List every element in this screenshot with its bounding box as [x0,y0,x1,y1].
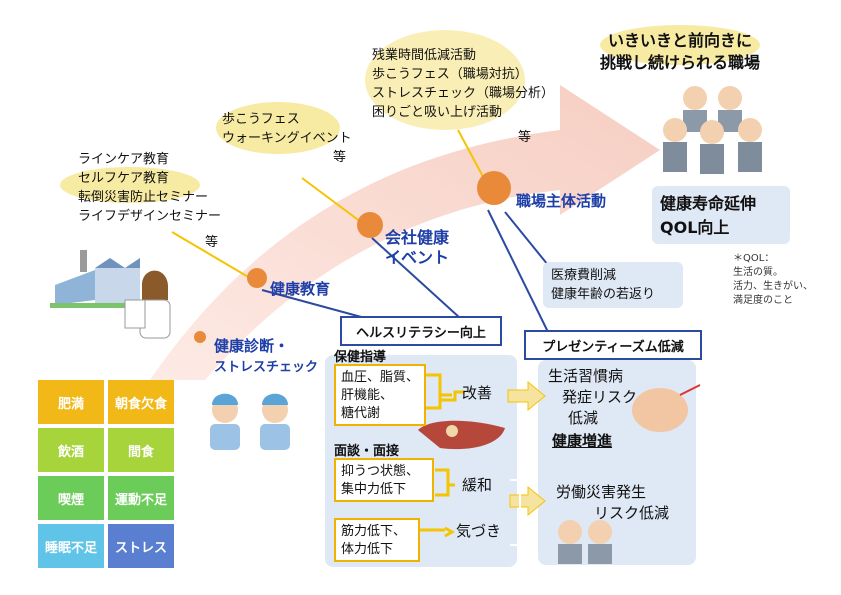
workplace-list: 残業時間低減活動 歩こうフェス（職場対抗） ストレスチェック（職場分析） 困りご… [372,46,554,122]
relief-label: 緩和 [462,476,493,494]
improve-arrow [507,380,546,412]
event-connector [301,177,366,226]
health-up-label: 健康増進 [552,432,613,450]
risk-factor-snacking: 間食 [108,428,174,472]
risk-factor-smoking: 喫煙 [38,476,104,520]
factory-illustration [50,250,145,308]
qol-note-line: ＊QOL： [733,253,775,264]
guidance-item: 肝機能、 [341,388,394,403]
stage-workplace: 職場主体活動 [516,192,607,210]
goal-highlight [600,25,760,65]
workers-pair-illustration [558,520,612,564]
goal-line2: 挑戦し続けられる職場 [600,53,761,72]
workplace-line-2 [504,211,549,266]
workplace-highlight [365,30,525,130]
organ-illustration [418,420,505,450]
stage-checkup-line2: ストレスチェック [214,360,319,375]
workplace-dot [477,171,511,205]
businesswoman-illustration [124,270,171,339]
lifestyle-line: 生活習慣病 [548,367,624,385]
cost-line1: 医療費削減 [551,268,617,283]
risk-factor-exercise: 運動不足 [108,476,174,520]
stage-event-line1: 会社健康 [385,228,450,247]
risk-factor-breakfast: 朝食欠食 [108,380,174,424]
physical-item: 体力低下 [341,542,394,557]
qol-note-line: 満足度のこと [733,295,793,306]
risk-factor-sleep: 睡眠不足 [38,524,104,568]
outcome-line2: QOL向上 [660,218,730,237]
event-etc: 等 [333,150,347,165]
goal-statement: いきいきと前向きに 挑戦し続けられる職場 [600,30,760,74]
growth-arrow [150,85,660,380]
workplace-line-1 [487,209,549,333]
education-item: セルフケア教育 [78,171,170,186]
accident-line: 労働災害発生 [556,483,647,501]
education-connector [171,231,251,279]
cost-line2: 健康年齢の若返り [551,287,656,302]
checkup-dot [194,331,206,343]
workplace-item: ストレスチェック（職場分析） [372,86,555,101]
event-list: 歩こうフェス ウォーキングイベント [222,110,352,148]
outcome-line1: 健康寿命延伸 [660,194,757,213]
education-item: ライフデザインセミナー [78,209,222,224]
event-line [371,237,461,319]
literacy-connectors [418,373,465,538]
physical-item: 筋力低下、 [341,524,407,539]
education-item: ラインケア教育 [78,152,170,167]
lifestyle-line: 発症リスク [562,388,638,406]
improve-label: 改善 [462,384,493,402]
literacy-title: ヘルスリテラシー向上 [340,316,502,346]
hand-stop-illustration [632,384,701,432]
stage-event: 会社健康 イベント [385,228,449,268]
event-item: 歩こうフェス [222,112,300,127]
education-etc: 等 [205,235,219,250]
workplace-item: 歩こうフェス（職場対抗） [372,67,528,82]
physical-box: 筋力低下、 体力低下 [334,518,420,562]
stage-education: 健康教育 [270,280,331,298]
guidance-item: 糖代謝 [341,406,381,421]
guidance-label: 保健指導 [334,350,387,365]
interview-label: 面談・面接 [334,444,400,459]
risk-factor-drinking: 飲酒 [38,428,104,472]
team-illustration [663,86,762,174]
accident-text: 労働災害発生 リスク低減 [556,482,669,524]
mental-box: 抑うつ状態、 集中力低下 [334,458,434,502]
workplace-item: 困りごと吸い上げ活動 [372,105,503,120]
risk-factor-stress: ストレス [108,524,174,568]
qol-note-line: 活力、生きがい、 [733,281,813,292]
event-item: ウォーキングイベント [222,131,352,146]
lifestyle-text: 生活習慣病 発症リスク 低減 [548,366,637,429]
workplace-item: 残業時間低減活動 [372,48,477,63]
stage-event-line2: イベント [385,248,450,267]
workers-cheering-illustration [210,393,290,450]
qol-note: ＊QOL： 生活の質。 活力、生きがい、 満足度のこと [733,252,813,308]
stage-checkup: 健康診断・ ストレスチェック [214,336,318,378]
guidance-box: 血圧、脂質、 肝機能、 糖代謝 [334,364,426,426]
mental-item: 集中力低下 [341,482,407,497]
outcome-box: 健康寿命延伸 QOL向上 [652,186,790,244]
mental-item: 抑うつ状態、 [341,464,420,479]
lifestyle-line: 低減 [568,409,599,427]
guidance-item: 血圧、脂質、 [341,370,420,385]
cost-box: 医療費削減 健康年齢の若返り [543,262,683,308]
education-item: 転倒災害防止セミナー [78,190,209,205]
qol-note-line: 生活の質。 [733,267,783,278]
presenteeism-title: プレゼンティーズム低減 [524,330,702,360]
education-highlight [60,167,200,203]
notice-label: 気づき [456,522,502,540]
accident-line: リスク低減 [594,504,670,522]
relief-arrow [509,485,546,517]
workplace-etc: 等 [518,130,532,145]
education-dot [247,268,267,288]
relief-bracket [510,479,521,546]
risk-factor-obesity: 肥満 [38,380,104,424]
event-dot [357,212,383,238]
goal-line1: いきいきと前向きに [608,31,753,50]
education-list: ラインケア教育 セルフケア教育 転倒災害防止セミナー ライフデザインセミナー [78,150,221,226]
event-highlight [216,102,340,154]
education-line [261,289,366,319]
stage-checkup-line1: 健康診断・ [214,337,290,355]
